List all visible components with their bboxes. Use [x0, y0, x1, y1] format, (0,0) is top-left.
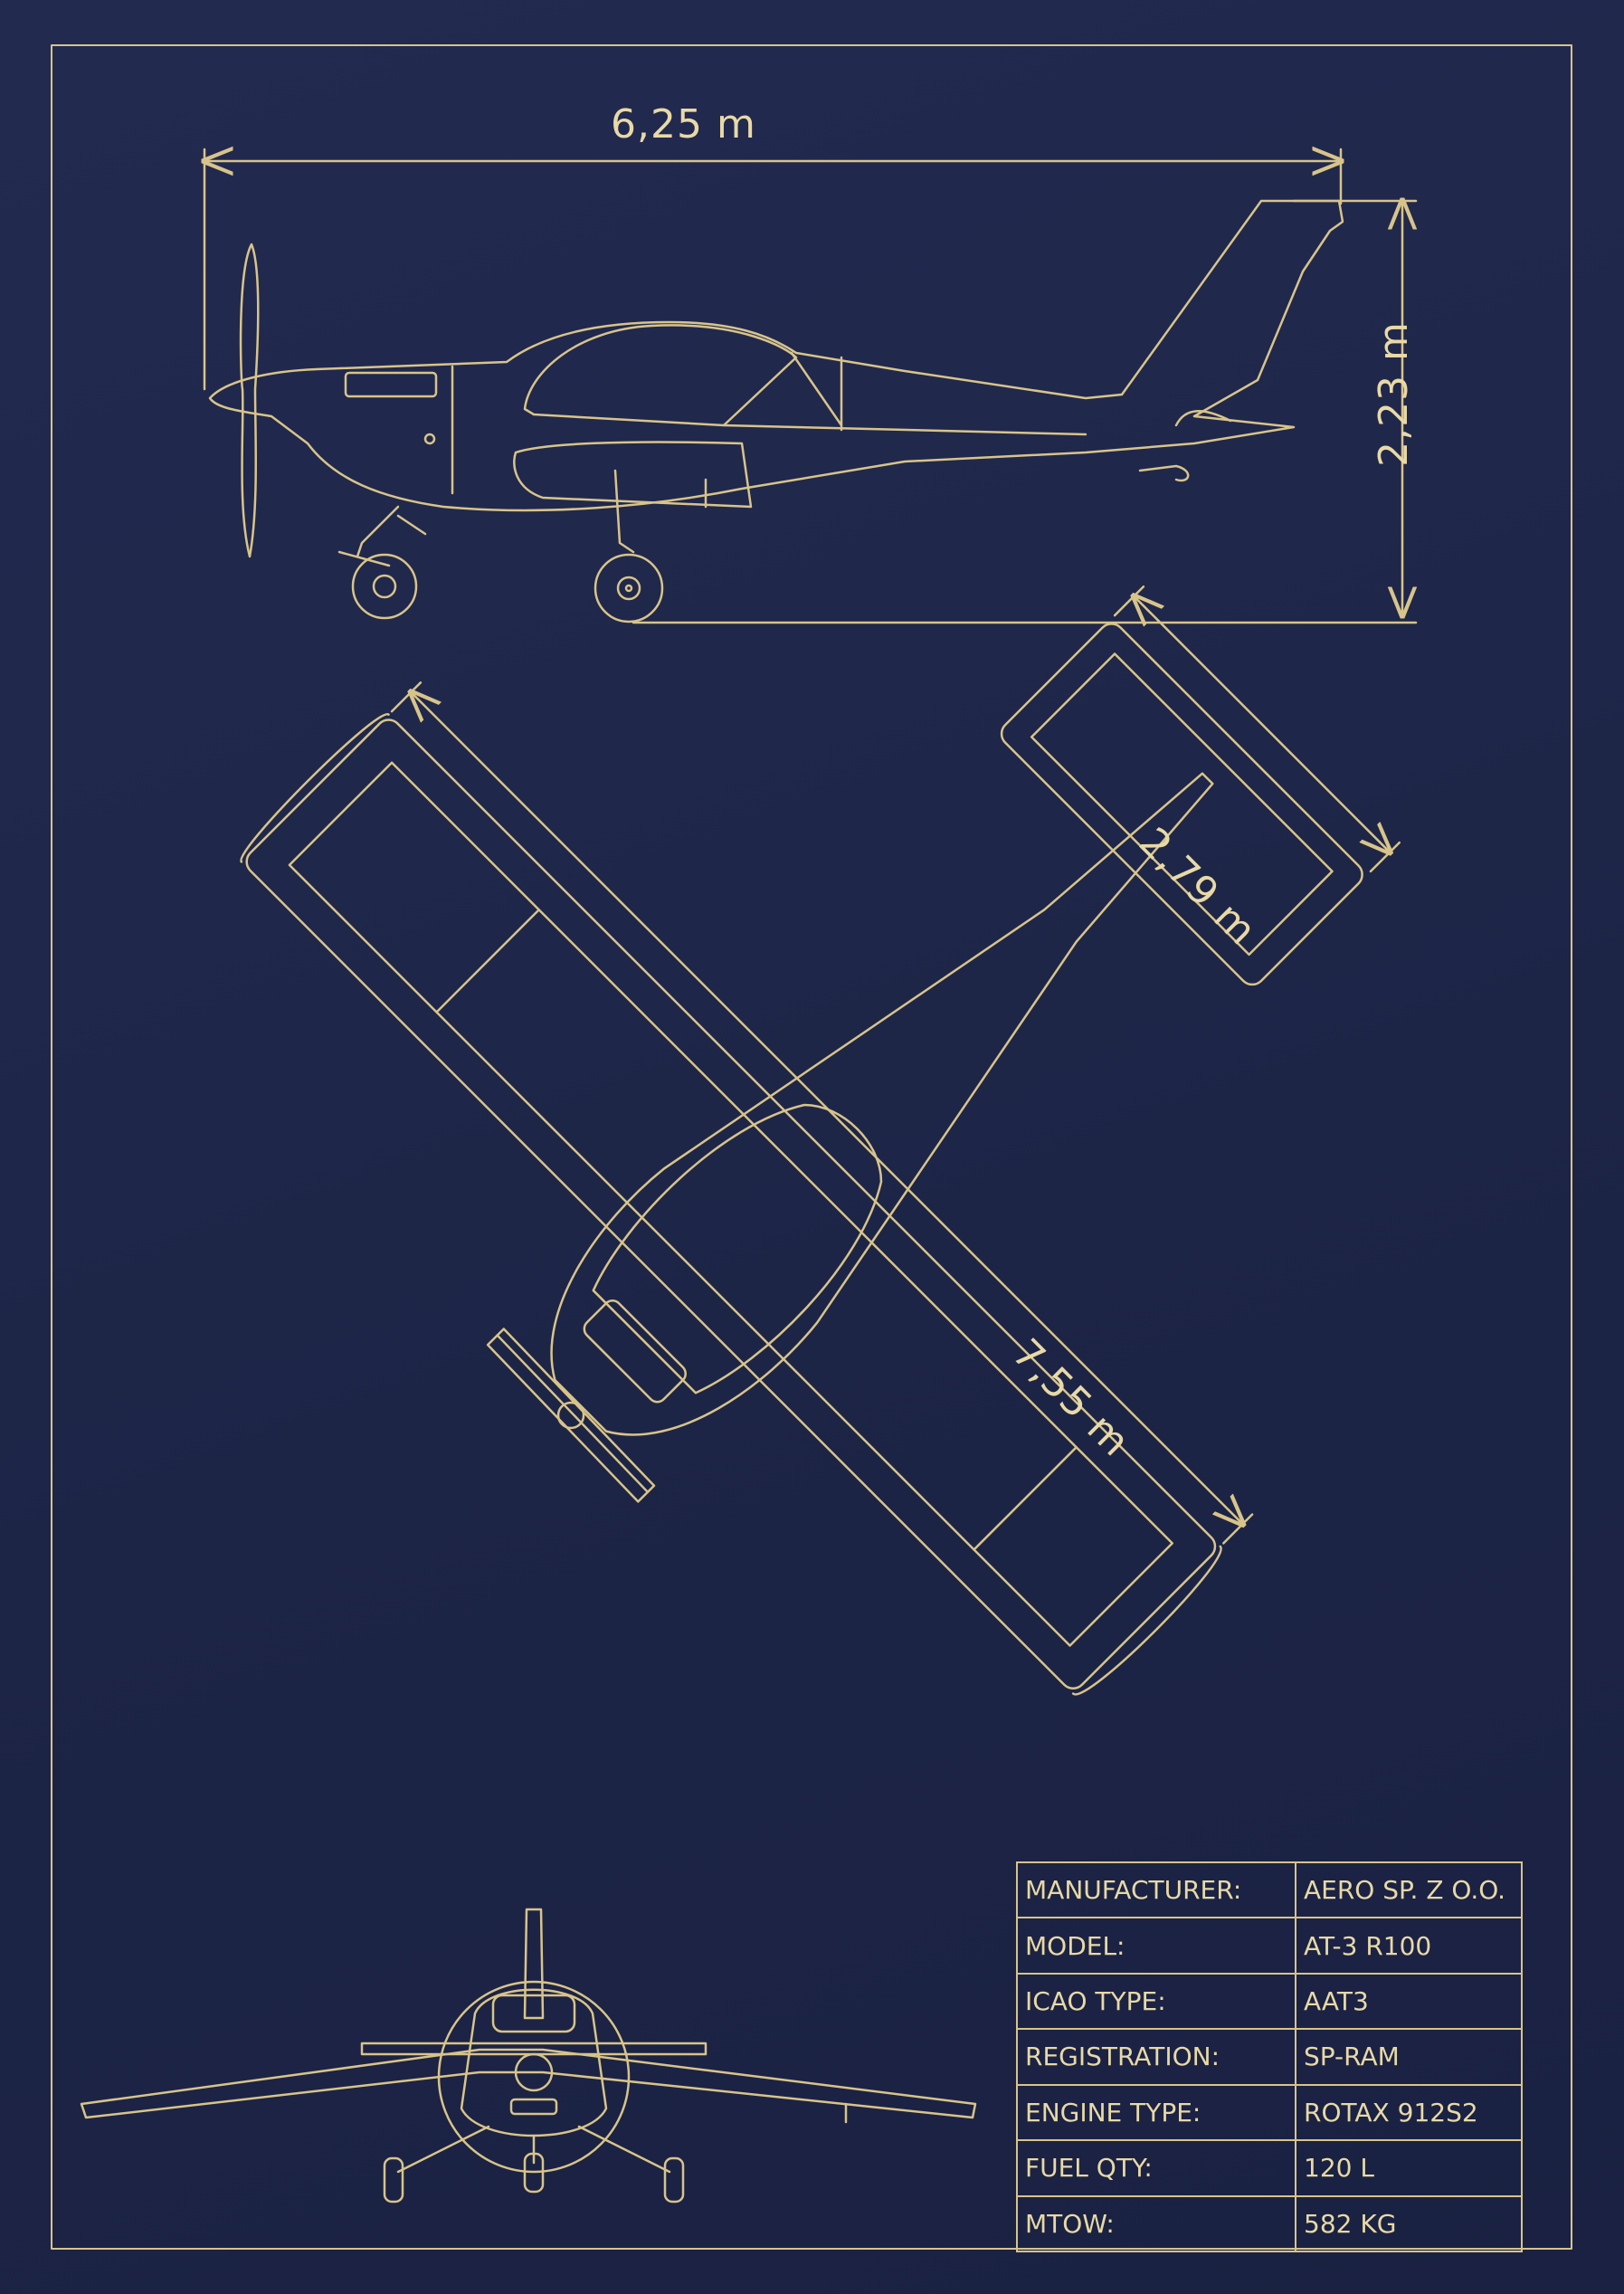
spec-value: AAT3 [1295, 1972, 1523, 2031]
spec-value: 120 L [1295, 2139, 1523, 2197]
spec-row-manufacturer: MANUFACTURER: AERO SP. Z O.O. [1016, 1861, 1523, 1919]
spec-label: MANUFACTURER: [1016, 1861, 1296, 1919]
side-view [204, 149, 1418, 624]
spec-label: MODEL: [1016, 1917, 1296, 1975]
spec-row-icao-type: ICAO TYPE: AAT3 [1016, 1972, 1523, 2031]
spec-value: AT-3 R100 [1295, 1917, 1523, 1975]
spec-label: ICAO TYPE: [1016, 1972, 1296, 2031]
spec-label: MTOW: [1016, 2194, 1296, 2253]
spec-row-fuel-qty: FUEL QTY: 120 L [1016, 2139, 1523, 2197]
spec-label: FUEL QTY: [1016, 2139, 1296, 2197]
spec-value: AERO SP. Z O.O. [1295, 1861, 1523, 1919]
spec-label: ENGINE TYPE: [1016, 2083, 1296, 2142]
spec-row-mtow: MTOW: 582 KG [1016, 2194, 1523, 2253]
spec-value: SP-RAM [1295, 2028, 1523, 2086]
spec-label: REGISTRATION: [1016, 2028, 1296, 2086]
frame-border [51, 44, 1572, 2250]
front-view [80, 1908, 977, 2204]
spec-value: ROTAX 912S2 [1295, 2083, 1523, 2142]
spec-row-engine-type: ENGINE TYPE: ROTAX 912S2 [1016, 2083, 1523, 2142]
spec-row-registration: REGISTRATION: SP-RAM [1016, 2028, 1523, 2086]
spec-row-model: MODEL: AT-3 R100 [1016, 1917, 1523, 1975]
height-dimension-label: 2,23 m [1370, 321, 1417, 467]
spec-table: MANUFACTURER: AERO SP. Z O.O. MODEL: AT-… [1016, 1861, 1523, 2253]
spec-value: 582 KG [1295, 2194, 1523, 2253]
length-dimension-label: 6,25 m [611, 101, 756, 148]
top-view [240, 585, 1401, 1696]
